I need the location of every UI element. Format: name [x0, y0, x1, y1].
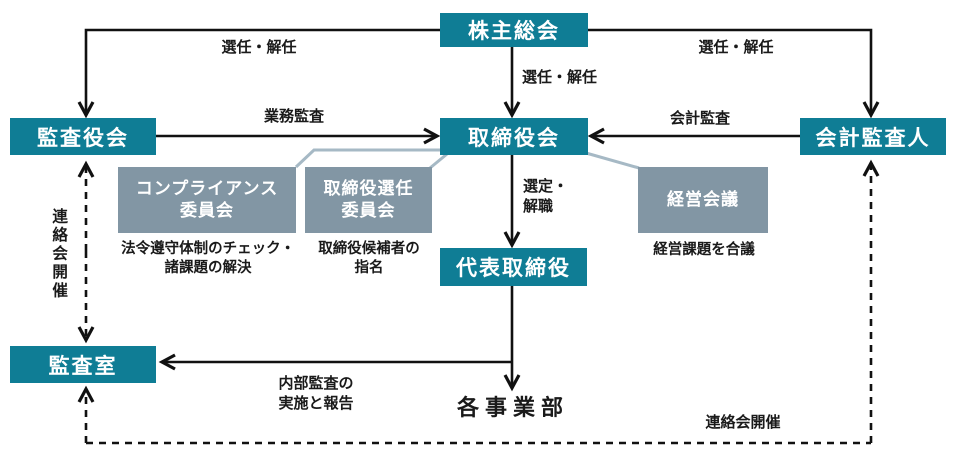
appoint-dismiss-label-left: 選任・解任 — [221, 39, 297, 56]
representative-director-box: 代表取締役 — [440, 248, 587, 286]
internal-audit-label: 内部監査の 実施と報告 — [278, 375, 354, 412]
management-meeting-box: 経営会議 — [638, 167, 768, 233]
appoint-dismiss-label-center: 選任・解任 — [522, 69, 598, 86]
business-divisions-label: 各事業部 — [456, 395, 569, 420]
appoint-dismiss-label-right: 選任・解任 — [698, 39, 774, 56]
select-dismiss-label: 選定・ 解職 — [523, 178, 569, 215]
board-of-directors-box: 取締役会 — [440, 118, 588, 155]
liaison-meeting-label-bottom: 連絡会開催 — [705, 414, 781, 431]
shareholders-meeting-box: 株主総会 — [440, 13, 588, 47]
compliance-committee-note: 法令遵守体制のチェック・ 諸課題の解決 — [121, 241, 295, 277]
nomination-committee-note: 取締役候補者の 指名 — [318, 241, 420, 277]
edge-shareholders-to-accounting-auditor — [588, 28, 880, 119]
compliance-committee-box: コンプライアンス 委員会 — [118, 167, 296, 233]
liaison-meeting-label-left: 連絡会開催 — [50, 208, 68, 301]
management-meeting-note: 経営課題を合議 — [653, 242, 755, 258]
connector-nomination-to-board — [429, 152, 448, 170]
operational-audit-label: 業務監査 — [263, 108, 324, 125]
nomination-committee-box: 取締役選任 委員会 — [305, 167, 432, 233]
audit-board-box: 監査役会 — [10, 118, 156, 155]
accounting-audit-label: 会計監査 — [669, 110, 730, 127]
nomination-committee-label: 取締役選任 委員会 — [323, 178, 414, 220]
connector-compliance-to-board — [294, 148, 440, 169]
connector-management-to-board — [585, 151, 640, 170]
audit-office-box: 監査室 — [10, 346, 156, 383]
accounting-auditor-box: 会計監査人 — [800, 118, 946, 155]
compliance-committee-label: コンプライアンス 委員会 — [135, 178, 279, 220]
edge-shareholders-to-audit-board — [77, 28, 440, 119]
